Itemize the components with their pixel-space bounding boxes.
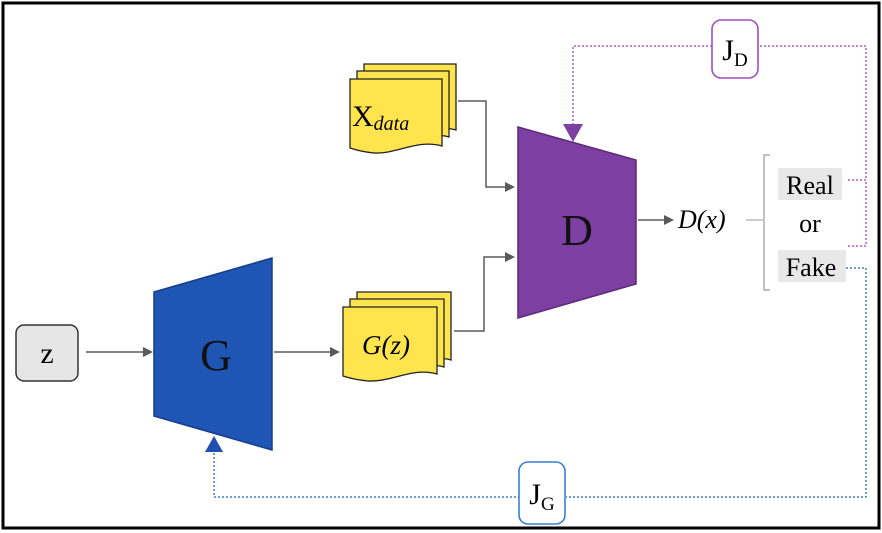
jg-label: JG [529,478,555,515]
jg-arrowhead [205,436,223,452]
jd-main: J [722,34,734,67]
jg-loss-node: JG [518,461,566,525]
jd-label: JD [722,34,747,71]
generator-node: G [153,257,273,451]
jg-feedback-path [205,267,867,498]
fake-highlight [778,250,846,282]
arrow-gz-to-d [454,252,515,332]
z-label: z [40,337,53,370]
real-highlight [778,168,842,200]
real-label: Real [786,171,834,200]
arrow-xdata-to-d [458,100,515,192]
gz-document-stack: G(z) [342,291,452,382]
xdata-label: Xdata [352,100,409,135]
or-label: or [799,209,821,238]
jg-subscript: G [541,494,555,515]
jd-arrowhead [563,124,583,142]
discriminator-trapezoid [517,126,637,319]
xdata-main-label: X [352,100,374,133]
output-bracket [763,154,770,291]
gz-label: G(z) [362,330,410,360]
dx-label: D(x) [677,205,726,234]
jd-subscript: D [734,50,748,71]
jd-feedback-path [563,45,867,247]
generator-trapezoid [153,257,273,451]
fake-label: Fake [786,253,837,282]
generator-label: G [200,331,232,380]
xdata-subscript: data [374,113,410,135]
jd-loss-node: JD [711,19,759,79]
xdata-document-stack: Xdata [349,63,457,154]
jg-main: J [529,478,541,511]
z-input-node: z [15,324,79,382]
discriminator-label: D [561,206,593,255]
output-labels: Real or Fake [778,168,846,282]
discriminator-node: D [517,126,637,319]
